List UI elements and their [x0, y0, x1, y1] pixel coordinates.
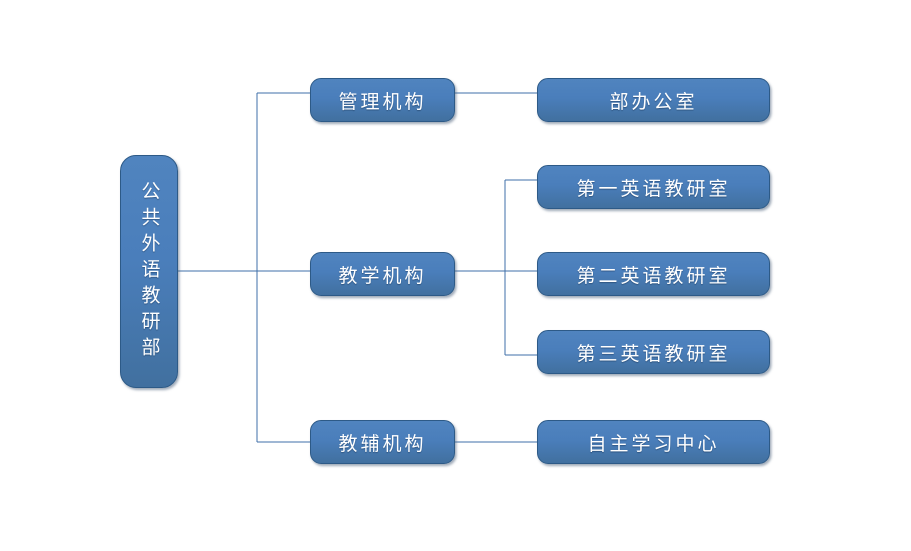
- node-department-office[interactable]: 部办公室: [537, 78, 770, 122]
- node-teaching-support-organization[interactable]: 教辅机构: [310, 420, 455, 464]
- node-root-public-foreign-language-department[interactable]: 公共外语教研部: [120, 155, 178, 388]
- node-second-english-teaching-research-office[interactable]: 第二英语教研室: [537, 252, 770, 296]
- node-third-english-teaching-research-office[interactable]: 第三英语教研室: [537, 330, 770, 374]
- node-self-study-center[interactable]: 自主学习中心: [537, 420, 770, 464]
- node-management-organization[interactable]: 管理机构: [310, 78, 455, 122]
- node-first-english-teaching-research-office[interactable]: 第一英语教研室: [537, 165, 770, 209]
- node-teaching-organization[interactable]: 教学机构: [310, 252, 455, 296]
